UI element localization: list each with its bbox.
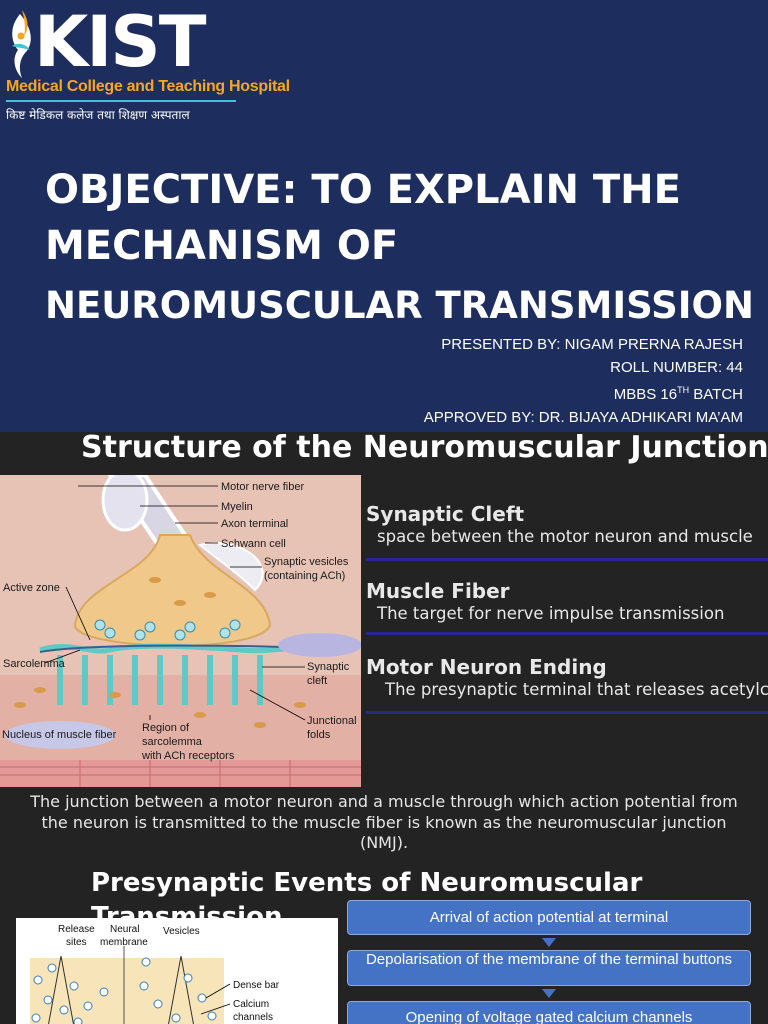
approved-by: APPROVED BY: DR. BIJAYA ADHIKARI MA’AM (423, 408, 743, 426)
objective-title: OBJECTIVE: TO EXPLAIN THE MECHANISM OF N… (45, 162, 768, 334)
label-dense-bar: Dense bar (233, 980, 280, 991)
divider (366, 632, 768, 635)
item-heading: Motor Neuron Ending (366, 655, 607, 679)
divider (366, 558, 768, 561)
label-active-zone: Active zone (3, 582, 60, 594)
item-description: space between the motor neuron and muscl… (377, 527, 753, 546)
presented-by: PRESENTED BY: NIGAM PRERNA RAJESH (441, 336, 743, 353)
nmj-definition: The junction between a motor neuron and … (30, 792, 738, 852)
logo-wordmark: KIST (34, 1, 206, 83)
label-membrane: membrane (100, 937, 148, 948)
label-channels: channels (233, 1012, 273, 1023)
title-line-2: MECHANISM OF (45, 223, 399, 269)
label-cleft: cleft (307, 675, 327, 687)
label-motor-nerve-fiber: Motor nerve fiber (221, 481, 304, 493)
flow-step-1: Arrival of action potential at terminal (347, 900, 751, 935)
logo-subtitle: Medical College and Teaching Hospital (6, 78, 290, 95)
structure-slide: Structure of the Neuromuscular Junction (0, 432, 768, 864)
logo-hindi-text: किष्ट मेडिकल कलेज तथा शिक्षण अस्पताल (6, 108, 190, 122)
roll-number: ROLL NUMBER: 44 (610, 358, 743, 376)
down-arrow-icon (542, 938, 556, 947)
item-synaptic-cleft: Synaptic Cleft space between the motor n… (366, 502, 768, 548)
label-folds: folds (307, 729, 331, 741)
logo-divider (6, 100, 236, 102)
label-myelin: Myelin (221, 501, 253, 513)
kist-logo: KIST Medical College and Teaching Hospit… (0, 0, 290, 132)
item-description: The presynaptic terminal that releases a… (385, 680, 768, 699)
label-junctional: Junctional (307, 715, 357, 727)
label-neural: Neural (110, 924, 139, 935)
flow-step-2: Depolarisation of the membrane of the te… (347, 950, 751, 986)
label-vesicles: Vesicles (163, 926, 200, 937)
nmj-diagram: Motor nerve fiber Myelin Axon terminal S… (0, 475, 361, 787)
label-sites: sites (66, 937, 87, 948)
label-sarcolemma: Sarcolemma (3, 658, 66, 670)
label-schwann-cell: Schwann cell (221, 538, 286, 550)
batch: MBBS 16TH BATCH (613, 385, 743, 403)
item-heading: Synaptic Cleft (366, 502, 525, 526)
title-line-1: OBJECTIVE: TO EXPLAIN THE (45, 167, 681, 213)
presynaptic-slide: Presynaptic Events of Neuromuscular Tran… (0, 864, 768, 1024)
presenter-info: PRESENTED BY: NIGAM PRERNA RAJESH ROLL N… (424, 334, 743, 429)
label-containing-ach: (containing ACh) (264, 570, 345, 582)
label-synaptic-vesicles: Synaptic vesicles (264, 556, 349, 568)
flow-step-3: Opening of voltage gated calcium channel… (347, 1001, 751, 1024)
divider (366, 711, 768, 714)
label-synaptic-cleft: Synaptic (307, 661, 350, 673)
kist-emblem-icon (12, 10, 31, 78)
item-heading: Muscle Fiber (366, 579, 510, 603)
down-arrow-icon (542, 989, 556, 998)
label-nucleus: Nucleus of muscle fiber (2, 729, 117, 741)
item-muscle-fiber: Muscle Fiber The target for nerve impuls… (366, 579, 768, 625)
item-motor-neuron-ending: Motor Neuron Ending The presynaptic term… (366, 655, 768, 701)
label-calcium: Calcium (233, 999, 269, 1010)
label-region-of: Region of (142, 722, 190, 734)
label-release: Release (58, 924, 95, 935)
label-sarcolemma-2: sarcolemma (142, 736, 203, 748)
label-axon-terminal: Axon terminal (221, 518, 288, 530)
title-line-3: NEUROMUSCULAR TRANSMISSION (45, 284, 754, 327)
item-description: The target for nerve impulse transmissio… (377, 604, 725, 623)
structure-title: Structure of the Neuromuscular Junction (81, 432, 768, 465)
label-ach-receptors: with ACh receptors (141, 750, 235, 762)
title-slide: KIST Medical College and Teaching Hospit… (0, 0, 768, 432)
presynaptic-diagram: Release sites Neural membrane Vesicles D… (16, 918, 338, 1024)
